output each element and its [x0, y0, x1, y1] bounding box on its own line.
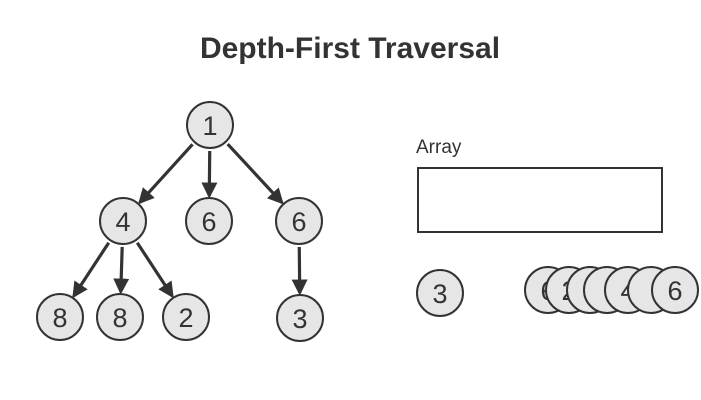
edge-n4-n8a	[72, 241, 111, 299]
tree-node-n1: 1	[186, 101, 234, 149]
tree-node-n6a: 6	[185, 197, 233, 245]
tree-node-n8b-label: 8	[112, 303, 127, 333]
current-node: 3	[416, 269, 464, 317]
tree-node-n8b-circle	[96, 293, 144, 341]
tree-edges	[72, 142, 308, 299]
tree-node-n6a-circle	[185, 197, 233, 245]
tree-node-n6b-circle	[275, 197, 323, 245]
current-node-item: 3	[416, 269, 464, 317]
tree-node-n3-circle	[276, 294, 324, 342]
tree-node-n8b: 8	[96, 293, 144, 341]
tree-node-n8a-circle	[36, 293, 84, 341]
tree-node-n4: 4	[99, 197, 147, 245]
stack-node-6: 6	[651, 266, 699, 314]
edge-n1-n6b	[226, 142, 284, 205]
tree-node-n2-label: 2	[178, 303, 193, 333]
edge-n4-n8b	[113, 246, 130, 295]
tree-node-n4-label: 4	[115, 207, 130, 237]
diagram-title: Depth-First Traversal	[200, 32, 500, 65]
edge-n4-n2	[135, 241, 174, 299]
stack-node-6-label: 6	[667, 276, 682, 306]
tree-node-n3-label: 3	[292, 304, 307, 334]
array-label: Array	[416, 137, 462, 158]
node-stack: 62846	[524, 266, 699, 314]
edge-n1-n4	[138, 143, 194, 205]
tree-nodes: 1 4 6 6 8 8 2 3	[36, 101, 324, 342]
tree-node-n2-circle	[162, 293, 210, 341]
tree-node-n1-label: 1	[202, 111, 217, 141]
tree-node-n1-circle	[186, 101, 234, 149]
stack-node-6-circle	[651, 266, 699, 314]
current-node-item-circle	[416, 269, 464, 317]
tree-node-n2: 2	[162, 293, 210, 341]
tree-node-n4-circle	[99, 197, 147, 245]
tree-node-n3: 3	[276, 294, 324, 342]
tree-node-n6a-label: 6	[201, 207, 216, 237]
current-node-item-label: 3	[432, 279, 447, 309]
tree-node-n8a-label: 8	[52, 303, 67, 333]
tree-node-n6b: 6	[275, 197, 323, 245]
array-box	[417, 167, 663, 233]
tree-node-n8a: 8	[36, 293, 84, 341]
tree-node-n6b-label: 6	[291, 207, 306, 237]
